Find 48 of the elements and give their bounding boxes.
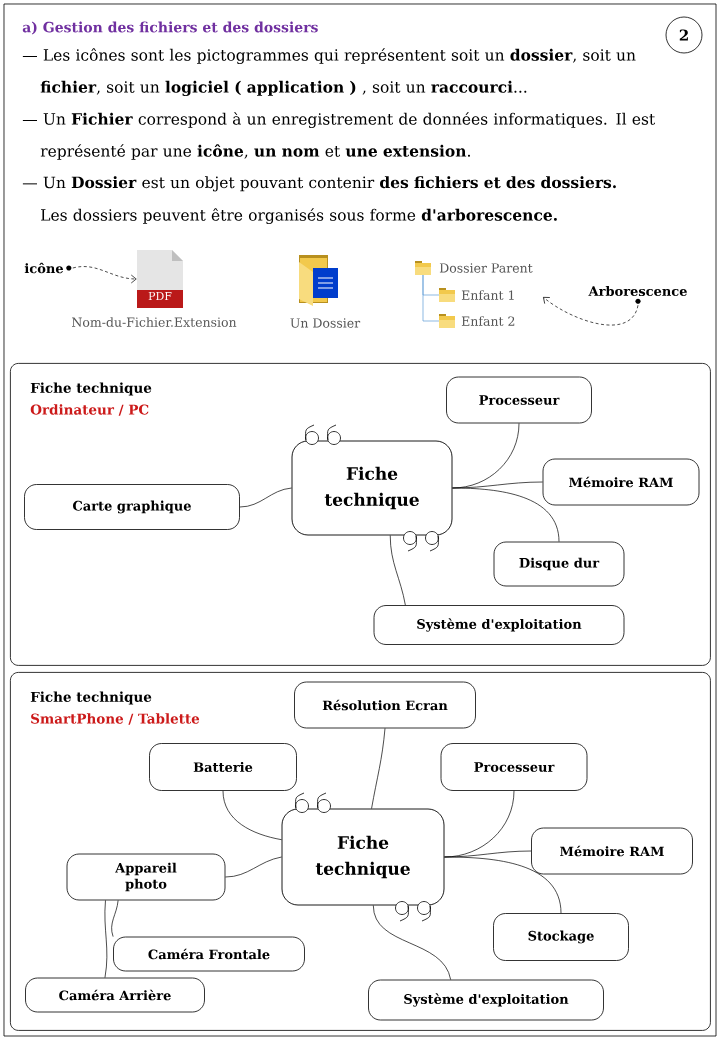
topic-box: Stockage bbox=[493, 913, 629, 961]
connector-line bbox=[372, 905, 452, 980]
tree-item: Enfant 2 bbox=[461, 316, 515, 326]
file-name-caption: Nom-du-Fichier.Extension bbox=[72, 317, 237, 327]
connector-line bbox=[111, 900, 119, 937]
tree-item: Dossier Parent bbox=[439, 263, 533, 273]
topic-box: Caméra Arrière bbox=[25, 977, 205, 1013]
topic-box: Disque dur bbox=[493, 541, 625, 587]
connector-line bbox=[452, 487, 560, 542]
central-bubble: Fiche technique bbox=[281, 808, 445, 906]
callout-text: Arborescence bbox=[588, 285, 687, 304]
connector-line bbox=[444, 856, 562, 914]
connector-line bbox=[225, 856, 282, 878]
topic-box: Batterie bbox=[149, 743, 297, 791]
panel bbox=[10, 363, 711, 666]
topic-box: Appareil photo bbox=[66, 853, 226, 901]
dashed-arrow bbox=[543, 297, 639, 326]
connector-line bbox=[104, 900, 108, 978]
paragraph: — Les icônes sont les pictogrammes qui représentent soit un dossier, soit un fichier, soit un logiciel ( application ) , soit un raccourci... bbox=[22, 48, 636, 97]
topic-box: Processeur bbox=[446, 376, 592, 424]
paragraph: — Un Fichier correspond à un enregistrement de données informatiques. Il est représenté par une icône, un nom et une extension. bbox=[22, 112, 656, 160]
connector-line bbox=[222, 790, 282, 841]
panel-heading: Ordinateur / PC bbox=[30, 404, 149, 416]
callout-text: icône bbox=[24, 262, 72, 274]
panel bbox=[10, 672, 711, 1031]
topic-box: Caméra Frontale bbox=[113, 936, 305, 972]
icon-caption: Un Dossier bbox=[290, 318, 361, 328]
connector-line bbox=[389, 535, 406, 606]
dashed-arrow bbox=[72, 266, 137, 284]
topic-box: Système d'exploitation bbox=[373, 605, 625, 645]
topic-box: Résolution Ecran bbox=[294, 681, 476, 729]
panel-heading: Fiche technique bbox=[30, 382, 152, 396]
paragraph: Les dossiers peuvent être organisés sous forme d'arborescence. bbox=[41, 208, 557, 225]
topic-box: Mémoire RAM bbox=[542, 458, 700, 506]
page-number: 2 bbox=[665, 16, 703, 54]
connector-line bbox=[239, 487, 292, 508]
panel-heading: SmartPhone / Tablette bbox=[31, 713, 200, 725]
topic-box: Processeur bbox=[440, 743, 588, 791]
tree-item: Enfant 1 bbox=[461, 290, 514, 300]
panel-heading: Fiche technique bbox=[30, 691, 152, 705]
central-bubble: Fiche technique bbox=[291, 440, 453, 536]
connector-line bbox=[371, 728, 386, 809]
topic-box: Carte graphique bbox=[24, 484, 240, 530]
connector-line bbox=[422, 274, 440, 322]
paragraph: — Un Dossier est un objet pouvant contenir des fichiers et des dossiers. bbox=[22, 176, 616, 192]
section-title: a) Gestion des fichiers et des dossiers bbox=[22, 21, 318, 35]
topic-box: Système d'exploitation bbox=[368, 979, 604, 1021]
topic-box: Mémoire RAM bbox=[531, 827, 693, 875]
